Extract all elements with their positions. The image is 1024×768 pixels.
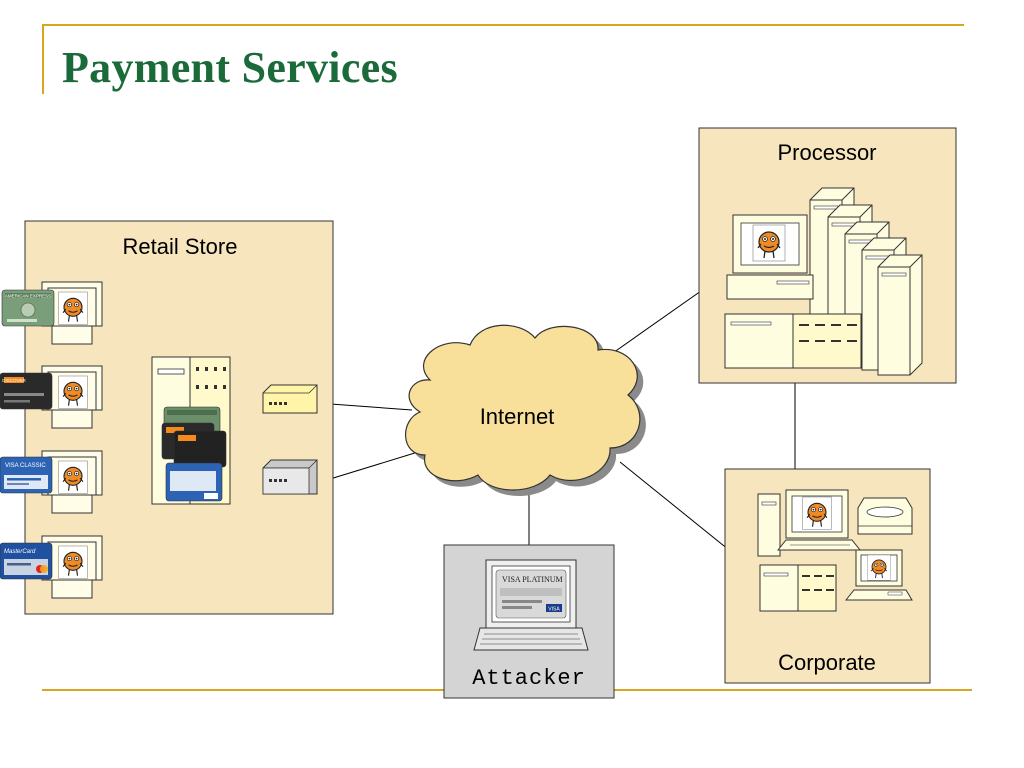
- visa-platinum-card-icon: VISA PLATINUM VISA: [495, 569, 567, 619]
- employee-icon: [802, 496, 832, 530]
- slide-title: Payment Services: [62, 43, 398, 92]
- link-modem2-internet: [316, 451, 419, 484]
- retail-store-label: Retail Store: [123, 234, 238, 259]
- corporate-desk-unit-icon: [759, 564, 837, 612]
- clerk-icon: [58, 545, 88, 579]
- processor-workstation-icon: [726, 214, 814, 300]
- clerk-icon: [58, 291, 88, 325]
- corporate-group: Corporate: [724, 468, 931, 684]
- corporate-tower-icon: [757, 493, 781, 557]
- amex-card-icon: AMERICAN EXPRESS: [1, 289, 55, 327]
- visa-card-brand: VISA: [548, 607, 560, 613]
- mastercard-card-brand: MasterCard: [4, 549, 36, 555]
- modem-yellow-icon: [262, 384, 318, 414]
- processor-label: Processor: [777, 140, 876, 165]
- title-accent-horizontal-rule: [42, 24, 964, 26]
- internet-cloud: Internet: [405, 324, 646, 496]
- title-accent-vertical-rule: [42, 24, 44, 94]
- server-rack-icon: [809, 187, 923, 376]
- mainframe-unit-icon: [724, 313, 862, 369]
- discover-card-icon: DISCOVER: [0, 372, 53, 410]
- visa-classic-card-icon: VISA CLASSIC: [0, 456, 53, 494]
- retail-store-group: Retail Store AMERICAN EXPRESS: [0, 220, 334, 615]
- clerk-icon: [58, 375, 88, 409]
- store-server-icon: [151, 356, 231, 505]
- modem-gray-icon: [262, 459, 318, 495]
- attacker-group: VISA PLATINUM VISA Attacker: [443, 544, 615, 699]
- processor-group: Processor: [698, 127, 957, 384]
- employee-icon: [867, 554, 891, 581]
- clerk-icon: [58, 460, 88, 494]
- internet-label: Internet: [480, 404, 555, 429]
- corporate-workstation-2-icon: [844, 549, 913, 601]
- corporate-workstation-1-icon: [776, 489, 862, 551]
- visa-platinum-card-brand: VISA PLATINUM: [502, 575, 563, 584]
- mastercard-card-icon: MasterCard: [0, 542, 53, 580]
- discover-card-brand: DISCOVER: [2, 378, 26, 383]
- stolen-cards-stack-icon: [161, 406, 227, 502]
- laptop-icon: VISA PLATINUM VISA: [473, 559, 589, 651]
- corporate-label: Corporate: [778, 650, 876, 675]
- attacker-label: Attacker: [472, 666, 586, 691]
- operator-icon: [752, 224, 786, 262]
- amex-card-brand: AMERICAN EXPRESS: [5, 294, 51, 299]
- visa-classic-card-brand: VISA CLASSIC: [5, 463, 46, 469]
- printer-icon: [857, 497, 913, 535]
